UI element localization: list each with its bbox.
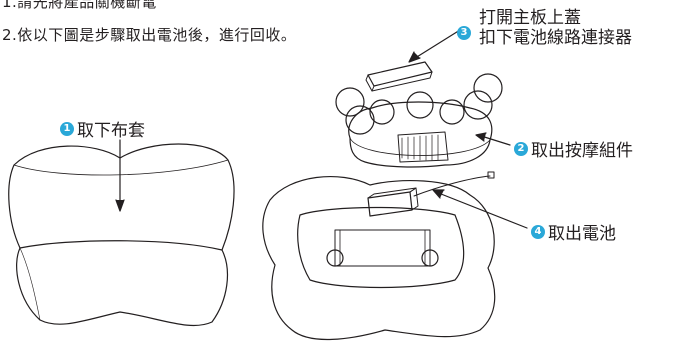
- step-3-label-line1: 打開主板上蓋: [479, 8, 581, 28]
- step-4-label: 取出電池: [548, 224, 616, 244]
- step-1-badge: 1: [60, 121, 74, 136]
- step-2-badge: 2: [514, 141, 528, 156]
- step-3-badge: 3: [457, 26, 471, 40]
- arrow-3-icon: [408, 29, 461, 63]
- step-3-label-line2: 扣下電池線路連接器: [479, 28, 632, 48]
- pillow-cover-icon: [8, 143, 235, 326]
- step-1-label: 取下布套: [77, 121, 145, 141]
- pillow-base-icon: [262, 175, 496, 341]
- intro-step-2: 2.依以下圖是步驟取出電池後，進行回收。: [2, 26, 297, 44]
- arrow-4-icon: [432, 189, 528, 229]
- massage-module-icon: [335, 73, 503, 168]
- step-1-callout: 1 取下布套: [60, 116, 145, 141]
- step-4-badge: 4: [531, 224, 545, 239]
- step-2-label: 取出按摩組件: [531, 141, 633, 161]
- step-2-callout: 2 取出按摩組件: [514, 136, 633, 161]
- arrow-2-icon: [475, 132, 511, 146]
- arrow-1-icon: [115, 139, 125, 212]
- battery-icon: [367, 171, 495, 217]
- step-4-callout: 4 取出電池: [531, 219, 616, 244]
- intro-step-1: 1.請先將產品關機斷電: [2, 0, 157, 11]
- step-3-callout: 3 打開主板上蓋 扣下電池線路連接器: [457, 8, 632, 48]
- board-cover-icon: [365, 61, 433, 92]
